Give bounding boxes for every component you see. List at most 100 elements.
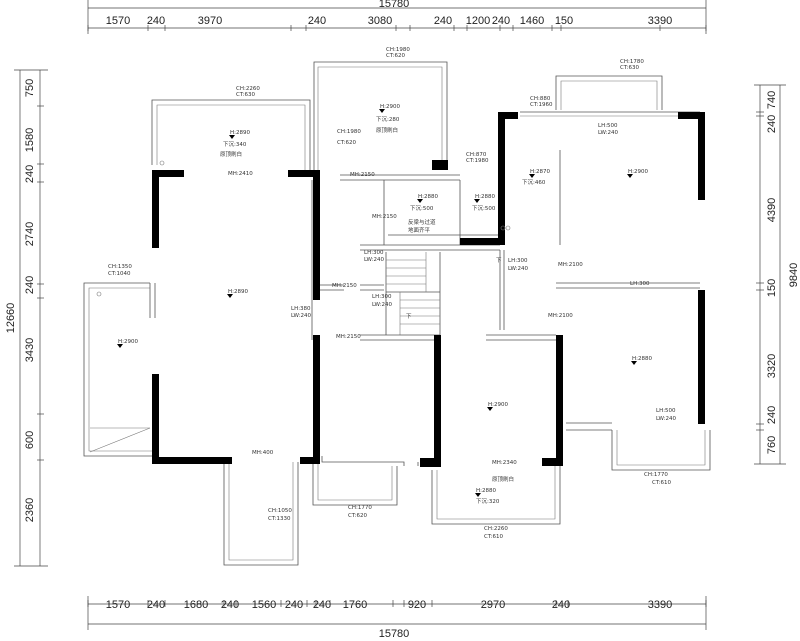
annotation-a49: MH:2150	[336, 334, 361, 340]
top-dimension-label: 3390	[648, 15, 672, 27]
bottom-dimension-label: 3390	[648, 599, 672, 611]
right-total-dimension: 9840	[788, 263, 800, 287]
elevation-marker-icon	[227, 294, 233, 298]
annotation-a52: LH:500	[656, 408, 676, 414]
bottom-dimension-label: 240	[285, 599, 303, 611]
left-dimension-label: 600	[24, 431, 36, 449]
right-dimension-label: 740	[766, 91, 778, 109]
annotation-a13: 下沉:280	[376, 115, 400, 123]
bottom-dimension-label: 240	[313, 599, 331, 611]
annotation-a17: LH:500	[598, 123, 618, 129]
bottom-dimension-label: 920	[408, 599, 426, 611]
bottom-dimension-label: 1760	[343, 599, 367, 611]
annotation-a41: MH:2150	[332, 283, 357, 289]
annotation-a18: LW:240	[598, 130, 619, 136]
top-dimension-label: 150	[555, 15, 573, 27]
annotation-a32: 地面齐平	[408, 226, 431, 234]
annotation-a65: CH:2260	[484, 526, 508, 532]
bottom-dimension-label: 240	[221, 599, 239, 611]
annotation-a51: H:2900	[488, 402, 508, 408]
annotation-a64: CT:620	[348, 513, 367, 519]
annotation-a25: MH:2150	[350, 172, 375, 178]
elevation-marker-icon	[631, 361, 637, 365]
room-annotations: CH:2260CT:630CH:1980CT:620CH:1780CT:630C…	[108, 47, 677, 540]
left-dimension-label: 2360	[24, 498, 36, 522]
annotation-a11: 原顶刷白	[220, 150, 242, 158]
annotation-a62: CT:1330	[268, 516, 291, 522]
annotation-a56: 原顶刷白	[492, 475, 514, 483]
annotation-a2: CT:630	[236, 92, 255, 98]
right-dimension-label: 760	[766, 436, 778, 454]
annotation-a9: H:2890	[230, 130, 250, 136]
annotation-a54: MH:400	[252, 450, 274, 456]
annotation-a26: H:2880	[418, 194, 438, 200]
annotation-a38: LW:240	[508, 266, 529, 272]
bottom-dimension-label: 240	[147, 599, 165, 611]
annotation-a47: MH:2100	[548, 313, 573, 319]
left-total-dimension: 12660	[5, 303, 17, 334]
elevation-marker-icon	[117, 344, 123, 348]
elevation-marker-icon	[229, 135, 235, 139]
annotation-a31: 反梁与过道	[408, 218, 436, 226]
right-dimension-label: 240	[766, 115, 778, 133]
annotation-a14: 原顶刷白	[376, 126, 398, 134]
bottom-dimension-label: 1570	[106, 599, 130, 611]
annotation-a20: 下沉:460	[522, 178, 546, 186]
annotation-a21: H:2900	[628, 169, 648, 175]
annotation-a34: CT:1040	[108, 271, 131, 277]
right-dimension-label: 150	[766, 279, 778, 297]
annotation-a46: LW:240	[372, 302, 393, 308]
annotation-a30: MH:2150	[372, 214, 397, 220]
bottom-dimension-label: 240	[552, 599, 570, 611]
left-dimension-label: 750	[24, 79, 36, 97]
top-total-dimension: 15780	[379, 0, 410, 10]
left-dimension-label: 2740	[24, 222, 36, 246]
annotation-a55: MH:2340	[492, 460, 517, 466]
fixtures	[96, 160, 511, 297]
annotation-a37: LH:300	[508, 258, 528, 264]
annotation-a44: LW:240	[291, 313, 312, 319]
elevation-marker-icon	[529, 174, 535, 178]
elevation-marker-icon	[627, 174, 633, 178]
elevation-marker-icon	[487, 407, 493, 411]
annotation-a28: H:2880	[475, 194, 495, 200]
annotation-a63: CH:1770	[348, 505, 372, 511]
left-dimension-label: 240	[24, 276, 36, 294]
right-dimension-label: 240	[766, 406, 778, 424]
annotation-a15: CH:1980	[337, 129, 361, 135]
annotation-a43: LH:380	[291, 306, 311, 312]
annotation-a53: LW:240	[656, 416, 677, 422]
annotation-a35: LH:300	[364, 250, 384, 256]
top-dimension-label: 3080	[368, 15, 392, 27]
annotation-a60: CT:610	[652, 480, 671, 486]
annotation-a1: CH:2260	[236, 86, 260, 92]
bottom-dimension-label: 1680	[184, 599, 208, 611]
elevation-marker-icon	[475, 493, 481, 497]
annotation-a23: CT:1980	[466, 158, 489, 164]
right-dimension-label: 4390	[766, 198, 778, 222]
annotation-a59: CH:1770	[644, 472, 668, 478]
top-dimension-label: 240	[492, 15, 510, 27]
bottom-dimension-label: 1560	[252, 599, 276, 611]
elevation-marker-icon	[417, 199, 423, 203]
bottom-total-dimension: 15780	[379, 628, 410, 640]
dimension-lines	[14, 0, 786, 630]
annotation-a61: CH:1050	[268, 508, 292, 514]
elevation-marker-icon	[379, 109, 385, 113]
top-dimension-label: 1570	[106, 15, 130, 27]
annotation-a57: H:2880	[476, 488, 496, 494]
annotation-a36: LW:240	[364, 257, 385, 263]
top-dimension-label: 1200	[466, 15, 490, 27]
left-dimension-label: 1580	[24, 128, 36, 152]
annotation-a27: 下沉:500	[410, 204, 434, 212]
annotation-a33: CH:1350	[108, 264, 132, 270]
annotation-a67: 下	[496, 257, 502, 264]
left-dimension-label: 240	[24, 165, 36, 183]
annotation-a40: H:2890	[228, 289, 248, 295]
annotation-a10: 下沉:340	[223, 140, 247, 148]
right-dimension-label: 3320	[766, 354, 778, 378]
